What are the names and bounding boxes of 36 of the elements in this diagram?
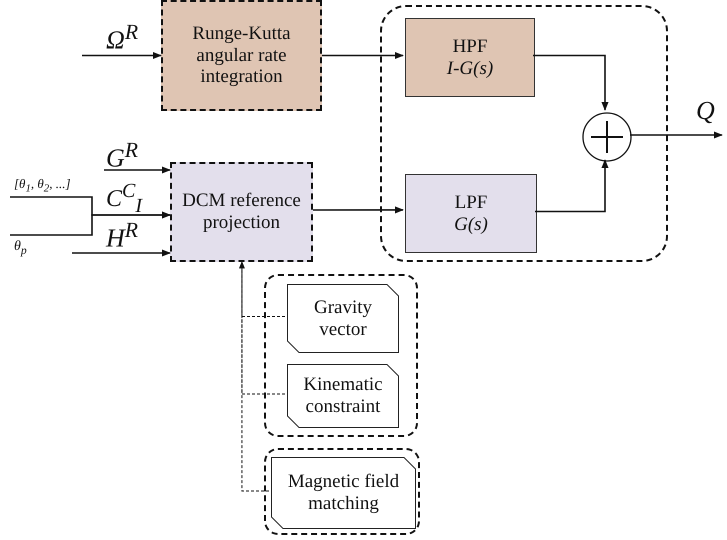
dashed-arrow	[239, 261, 270, 492]
signal-label: Ω$^{R}$	[106, 20, 138, 56]
arrow	[630, 131, 723, 139]
arrow	[104, 166, 171, 174]
block-label: LPF	[454, 192, 488, 214]
arrow	[322, 52, 404, 60]
arrow	[535, 159, 609, 212]
process-box	[170, 162, 313, 262]
block-label: Runge-Kutta angular rate integration	[191, 22, 292, 88]
signal-label: H$^{R}$	[106, 218, 138, 254]
input-block	[271, 457, 416, 529]
block-label: Gravity vector	[312, 296, 374, 340]
block-label: Kinematic constraint	[302, 374, 384, 418]
block-label: DCM reference projection	[181, 190, 302, 234]
process-box	[161, 0, 322, 111]
group-frame	[264, 274, 418, 437]
block-label: Magnetic field matching	[286, 471, 400, 515]
arrow	[72, 249, 171, 257]
block-label: HPF	[452, 36, 488, 58]
filter-box	[405, 174, 537, 253]
transfer-function: G(s)	[454, 214, 488, 236]
transfer-function: I-G(s)	[446, 58, 494, 80]
group-frame	[264, 448, 420, 535]
group-frame	[380, 5, 668, 262]
arrow	[313, 206, 404, 214]
arrow	[82, 52, 162, 60]
input-block	[287, 284, 399, 353]
filter-box	[405, 18, 535, 97]
signal-label: G$^{R}$	[106, 138, 138, 174]
arrow	[10, 211, 171, 236]
input-block	[287, 364, 399, 428]
parameter-label: θ$_{p}$	[14, 238, 27, 258]
arrow	[533, 54, 609, 111]
signal-label: Q	[696, 96, 715, 126]
summing-junction	[582, 112, 632, 162]
parameter-label: [θ$_{1}$, θ$_{2}$, ...]	[14, 176, 70, 196]
